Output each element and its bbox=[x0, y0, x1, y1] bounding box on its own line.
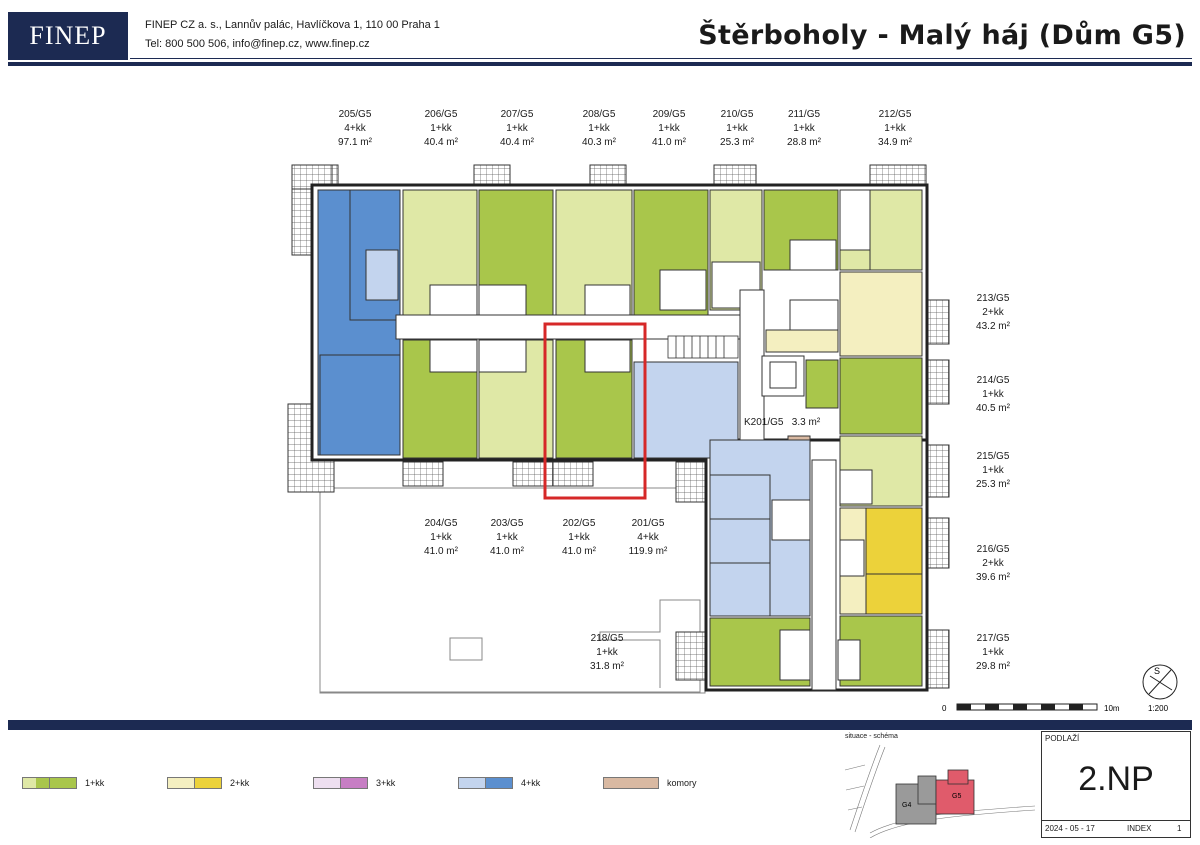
unit-206 bbox=[402, 189, 478, 316]
scale-ratio: 1:200 bbox=[1148, 704, 1169, 713]
legend-swatch-3kk bbox=[313, 777, 341, 789]
unit-212 bbox=[839, 189, 923, 271]
finep-logo: FINEP bbox=[8, 12, 128, 60]
legend-swatch-1kk bbox=[22, 777, 50, 789]
floor-value: 2.NP bbox=[1078, 760, 1154, 798]
unit-208 bbox=[555, 189, 633, 316]
unit-217 bbox=[837, 615, 923, 687]
unit-216 bbox=[839, 507, 923, 615]
unit-215 bbox=[839, 435, 923, 507]
unit-213 bbox=[765, 271, 923, 357]
unit-202 bbox=[555, 339, 633, 459]
compass-icon: S bbox=[1142, 664, 1178, 700]
legend-2kk: 2+kk bbox=[167, 776, 249, 790]
floor-plan: S 0 10m 1:200 bbox=[287, 164, 1178, 713]
legend-swatch-4kk-dark bbox=[485, 777, 513, 789]
legend-3kk: 3+kk bbox=[313, 776, 395, 790]
legend-1kk: 1+kk bbox=[22, 776, 104, 790]
header-rule bbox=[8, 62, 1192, 66]
floor-footer: 2024 - 05 - 17 INDEX 1 bbox=[1041, 820, 1191, 839]
selected-unit-highlight bbox=[543, 322, 647, 500]
legend-label-storage: komory bbox=[667, 778, 697, 788]
legend-swatch-1kk-dark bbox=[49, 777, 77, 789]
scale-zero: 0 bbox=[942, 704, 947, 713]
legend-label-2kk: 2+kk bbox=[230, 778, 250, 788]
compass-letter: S bbox=[1154, 666, 1160, 676]
legend-storage: komory bbox=[603, 776, 697, 790]
legend-swatch-3kk-dark bbox=[340, 777, 368, 789]
legend-swatch-4kk bbox=[458, 777, 486, 789]
floor-box bbox=[1041, 731, 1191, 838]
unit-209 bbox=[633, 189, 709, 316]
corridor bbox=[395, 314, 763, 340]
situation-label: situace - schéma bbox=[845, 733, 898, 740]
company-contact: Tel: 800 500 506, info@finep.cz, www.fin… bbox=[145, 38, 370, 50]
header-thin-rule bbox=[130, 58, 1192, 59]
unit-214 bbox=[805, 357, 923, 435]
unit-218 bbox=[709, 617, 811, 687]
situation-g4: G4 bbox=[902, 802, 911, 809]
floor-index-value: 1 bbox=[1177, 824, 1182, 833]
footer-rule bbox=[8, 720, 1192, 730]
legend-4kk: 4+kk bbox=[458, 776, 540, 790]
legend-swatch-2kk-dark bbox=[194, 777, 222, 789]
floor-date: 2024 - 05 - 17 bbox=[1045, 824, 1095, 833]
unit-203 bbox=[478, 339, 554, 459]
scale-ten: 10m bbox=[1104, 704, 1120, 713]
staircase bbox=[667, 335, 739, 359]
situation-g5: G5 bbox=[952, 793, 961, 800]
situation-map: G4 G5 bbox=[840, 740, 1035, 838]
unit-201 bbox=[633, 361, 811, 617]
page-title: Štěrboholy - Malý háj (Dům G5) bbox=[698, 20, 1186, 51]
legend-swatch-2kk bbox=[167, 777, 195, 789]
unit-211 bbox=[763, 189, 839, 271]
scale-bar: 0 10m 1:200 bbox=[942, 703, 1169, 713]
unit-204 bbox=[402, 339, 478, 459]
elevator-core bbox=[761, 355, 805, 397]
floor-index-label: INDEX bbox=[1127, 824, 1152, 833]
legend-label-1kk: 1+kk bbox=[85, 778, 105, 788]
legend-label-4kk: 4+kk bbox=[521, 778, 541, 788]
balconies bbox=[287, 164, 950, 689]
floor-title: PODLAŽÍ bbox=[1045, 734, 1080, 743]
unit-205 bbox=[317, 189, 401, 456]
corridor-wing bbox=[811, 459, 837, 691]
company-address: FINEP CZ a. s., Lannův palác, Havlíčkova… bbox=[145, 19, 440, 31]
unit-207 bbox=[478, 189, 554, 316]
header: FINEP FINEP CZ a. s., Lannův palác, Havl… bbox=[0, 0, 1200, 66]
legend-label-3kk: 3+kk bbox=[376, 778, 396, 788]
legend-swatch-storage bbox=[603, 777, 659, 789]
storage-label: K201/G5 3.3 m² bbox=[744, 417, 821, 428]
